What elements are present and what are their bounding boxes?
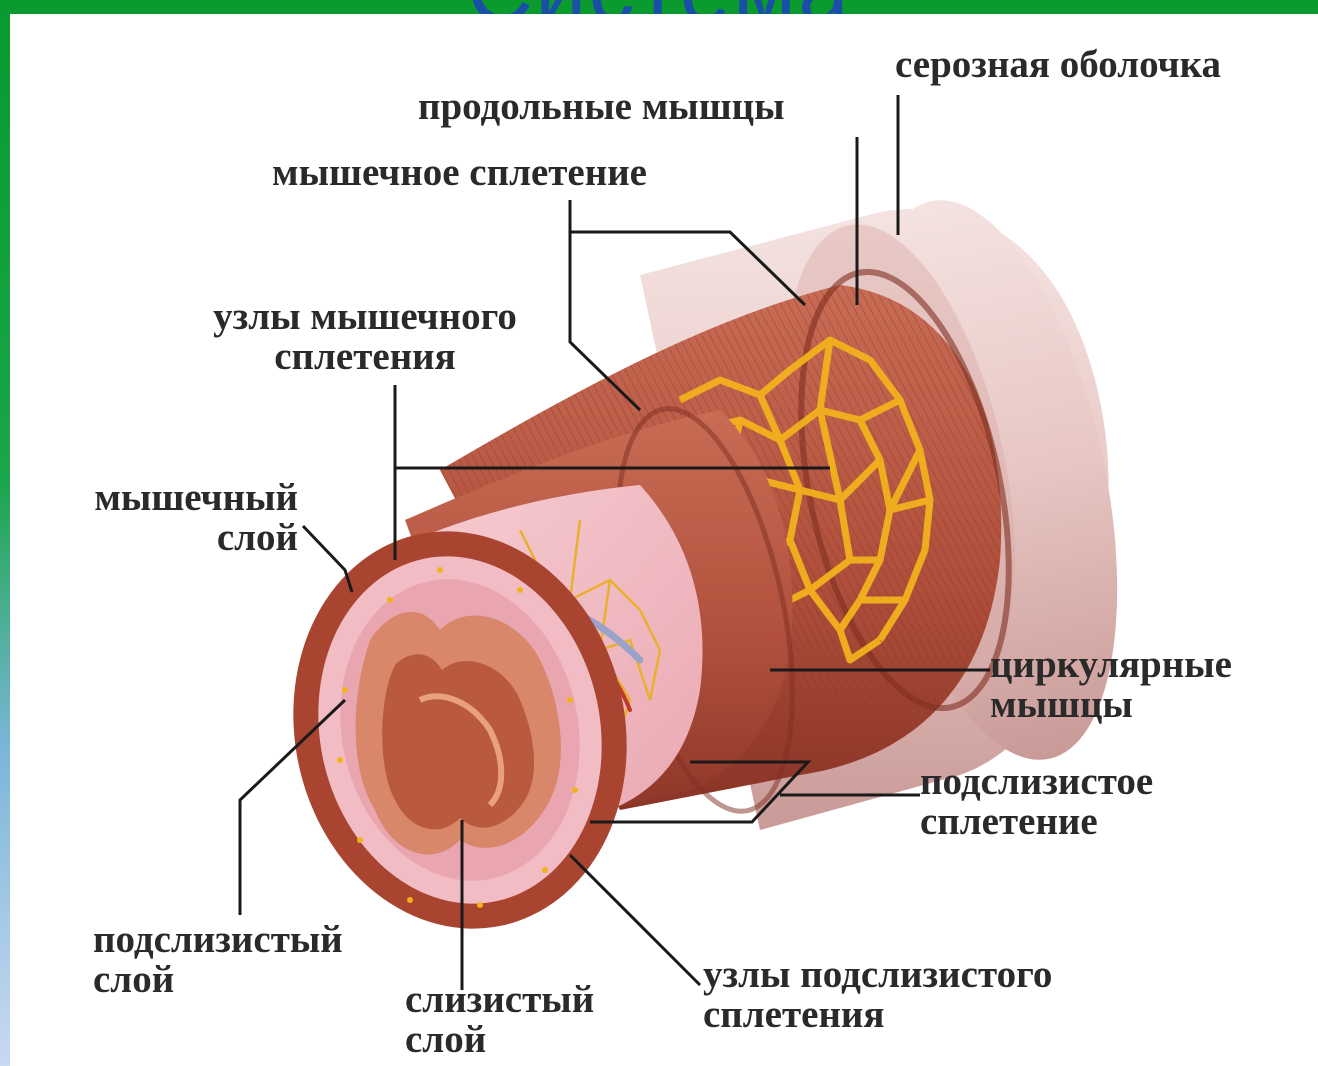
label-mucosa: слизистый слой bbox=[405, 980, 594, 1060]
label-submucosa-line2: слой bbox=[93, 960, 343, 1000]
label-muscle-layer: мышечный слой bbox=[40, 478, 298, 558]
label-submucosal-plexus: подслизистое сплетение bbox=[920, 762, 1153, 842]
label-submucosal-plexus-line2: сплетение bbox=[920, 802, 1153, 842]
label-submucosal-nodes-line2: сплетения bbox=[703, 995, 1052, 1035]
label-muscle-plexus-nodes: узлы мышечного сплетения bbox=[170, 297, 560, 377]
label-submucosa: подслизистый слой bbox=[93, 920, 343, 1000]
label-circular-muscles-line2: мышцы bbox=[990, 685, 1232, 725]
label-muscle-plexus: мышечное сплетение bbox=[272, 153, 647, 193]
label-mucosa-line2: слой bbox=[405, 1020, 594, 1060]
label-submucosa-line1: подслизистый bbox=[93, 920, 343, 960]
label-muscle-plexus-nodes-line2: сплетения bbox=[170, 337, 560, 377]
label-muscle-layer-line2: слой bbox=[40, 518, 298, 558]
label-submucosal-plexus-line1: подслизистое bbox=[920, 762, 1153, 802]
label-muscle-plexus-nodes-line1: узлы мышечного bbox=[170, 297, 560, 337]
label-muscle-layer-line1: мышечный bbox=[40, 478, 298, 518]
label-submucosal-plexus-nodes: узлы подслизистого сплетения bbox=[703, 955, 1052, 1035]
label-serous-membrane: серозная оболочка bbox=[895, 45, 1221, 85]
label-submucosal-nodes-line1: узлы подслизистого bbox=[703, 955, 1052, 995]
label-longitudinal-muscles: продольные мышцы bbox=[418, 87, 785, 127]
label-mucosa-line1: слизистый bbox=[405, 980, 594, 1020]
label-circular-muscles: циркулярные мышцы bbox=[990, 645, 1232, 725]
label-circular-muscles-line1: циркулярные bbox=[990, 645, 1232, 685]
